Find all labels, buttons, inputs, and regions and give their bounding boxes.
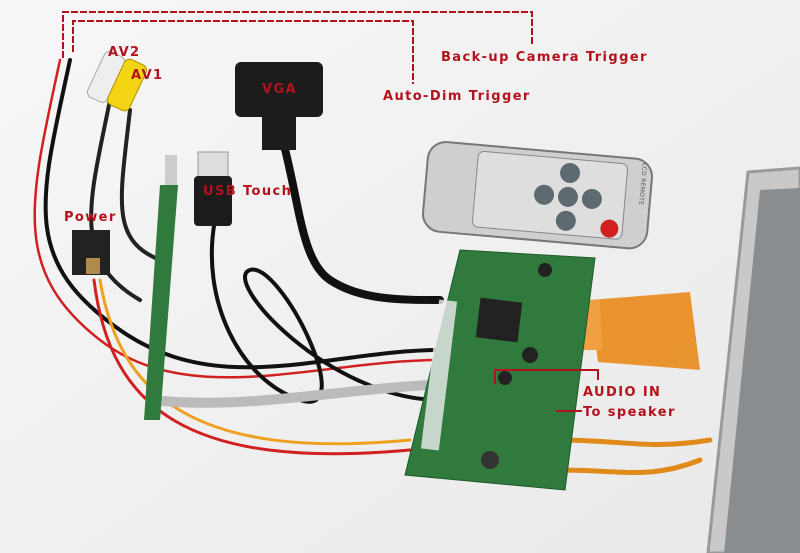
ir-board xyxy=(144,155,178,420)
rca-plugs xyxy=(86,51,147,112)
vga-connector xyxy=(235,62,323,150)
label-power: Power xyxy=(64,210,117,225)
label-to-speaker: To speaker xyxy=(583,405,676,420)
label-av1: AV1 xyxy=(131,68,164,83)
cables xyxy=(33,58,713,475)
label-audio-in: AUDIO IN xyxy=(583,385,662,400)
label-backup-camera-trigger: Back-up Camera Trigger xyxy=(441,50,648,65)
label-auto-dim-trigger: Auto-Dim Trigger xyxy=(383,89,531,104)
usb-connector xyxy=(194,151,232,226)
leader-lines xyxy=(62,11,599,412)
label-usb-touch: USB Touch xyxy=(203,184,293,199)
lcd-panel xyxy=(706,166,800,553)
remote-control xyxy=(421,141,653,250)
label-av2: AV2 xyxy=(108,45,141,60)
power-jack xyxy=(72,230,110,275)
label-vga: VGA xyxy=(262,82,297,97)
